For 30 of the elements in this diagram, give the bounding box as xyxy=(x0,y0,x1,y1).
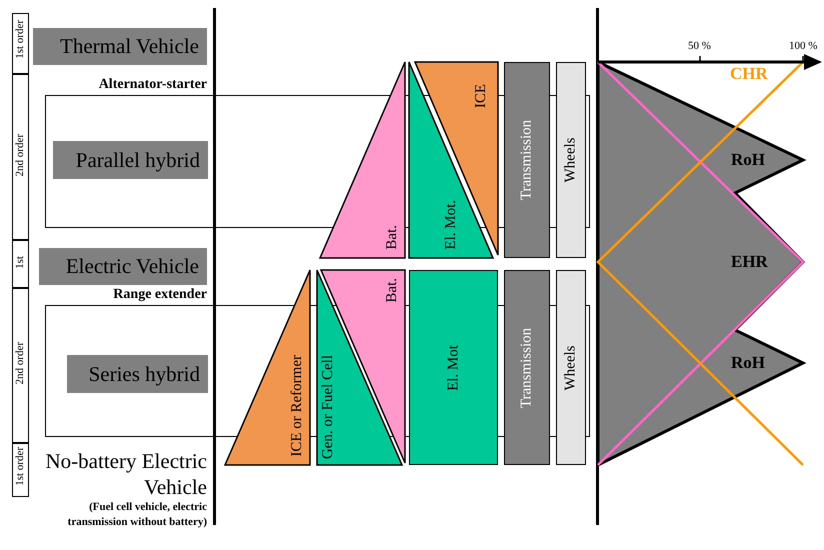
order-box: 2nd order xyxy=(12,74,29,240)
component-label: ICE or Reformer xyxy=(289,355,306,457)
category-box: Series hybrid xyxy=(67,355,208,393)
transmission-block: Transmission xyxy=(504,270,550,465)
order-box: 2nd order xyxy=(12,288,29,443)
component-label: El. Mot. xyxy=(443,200,460,250)
transmission-block: Transmission xyxy=(504,62,550,258)
component-label: Gen. or Fuel Cell xyxy=(320,354,337,459)
motor-block: El. Mot xyxy=(409,270,498,465)
order-box: 1st xyxy=(12,240,29,288)
region-label: EHR xyxy=(731,252,768,272)
tick-label: 100 % xyxy=(789,40,818,52)
tick-label: 50 % xyxy=(688,40,711,52)
component-label: Bat. xyxy=(384,278,401,303)
component-label: Bat. xyxy=(384,225,401,250)
region-label: RoH xyxy=(731,150,765,170)
category-box: Electric Vehicle xyxy=(39,248,207,285)
order-box: 1st order xyxy=(12,13,29,74)
frame-heading: Alternator-starter xyxy=(98,76,207,94)
wheels-block: Wheels xyxy=(556,62,586,258)
wheels-block: Wheels xyxy=(556,270,586,465)
component-label: ICE xyxy=(473,84,490,108)
frame-heading: Range extender xyxy=(113,286,207,304)
caption-heading: No-battery Electric Vehicle xyxy=(44,448,207,500)
order-box: 1st order xyxy=(12,443,29,497)
category-box: Thermal Vehicle xyxy=(33,28,207,65)
caption-note: (Fuel cell vehicle, electric transmission without battery) xyxy=(66,500,207,530)
region-label: RoH xyxy=(731,353,765,373)
category-box: Parallel hybrid xyxy=(53,141,208,179)
curve-label: CHR xyxy=(730,64,768,84)
